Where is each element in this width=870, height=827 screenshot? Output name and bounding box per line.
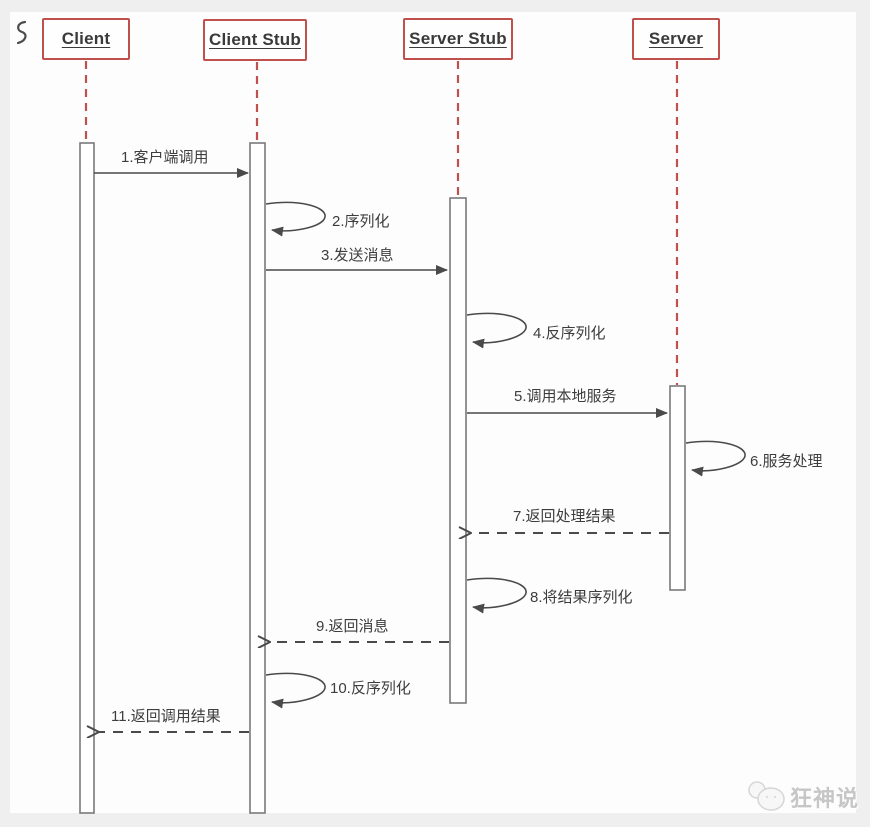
activation-bar-client-stub xyxy=(249,142,266,814)
participant-box-client: Client xyxy=(42,18,130,60)
message-8-label: 8.将结果序列化 xyxy=(530,589,633,606)
message-3-label: 3.发送消息 xyxy=(321,247,394,264)
message-10-self-loop xyxy=(265,672,326,709)
message-10-label: 10.反序列化 xyxy=(330,680,411,697)
message-2-label: 2.序列化 xyxy=(332,213,390,230)
message-2-self-loop xyxy=(265,201,326,237)
participant-label-server-stub: Server Stub xyxy=(409,29,507,48)
participant-label-client-stub: Client Stub xyxy=(209,30,301,49)
message-11-label: 11.返回调用结果 xyxy=(111,708,221,725)
participant-box-client-stub: Client Stub xyxy=(203,19,307,61)
cursor-icon xyxy=(16,20,27,45)
message-6-label: 6.服务处理 xyxy=(750,453,823,470)
watermark: 狂神说 xyxy=(744,780,866,814)
activation-bar-server xyxy=(669,385,686,591)
message-7-label: 7.返回处理结果 xyxy=(513,508,616,525)
watermark-text: 狂神说 xyxy=(790,786,860,811)
watermark-logo-icon xyxy=(748,781,785,811)
participant-box-server-stub: Server Stub xyxy=(403,18,513,60)
activation-bar-server-stub xyxy=(449,197,467,704)
participant-label-server: Server xyxy=(648,29,704,48)
message-1-label: 1.客户端调用 xyxy=(121,149,209,166)
activation-bar-client xyxy=(79,142,95,814)
message-5-label: 5.调用本地服务 xyxy=(514,388,617,405)
message-6-self-loop xyxy=(685,440,746,477)
participant-box-server: Server xyxy=(632,18,720,60)
message-8-self-loop xyxy=(466,577,527,614)
diagram-canvas xyxy=(10,12,856,813)
participant-label-client: Client xyxy=(61,29,111,48)
message-9-label: 9.返回消息 xyxy=(316,618,389,635)
message-4-label: 4.反序列化 xyxy=(533,325,606,342)
message-4-self-loop xyxy=(466,312,527,349)
